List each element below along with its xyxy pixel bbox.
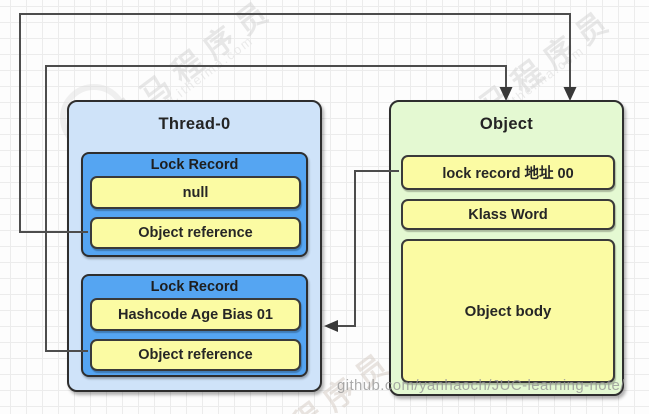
lock-record-1-value-slot: null bbox=[90, 176, 301, 209]
arrowhead-down-icon bbox=[563, 87, 577, 101]
lock-record-1-title: Lock Record bbox=[150, 157, 239, 173]
lock-record-2-markword-slot: Hashcode Age Bias 01 bbox=[90, 298, 301, 331]
arrowhead-left-icon bbox=[324, 320, 338, 332]
thread-box: Thread-0 Lock Record null Object referen… bbox=[67, 100, 322, 392]
lock-record-2-title: Lock Record bbox=[150, 279, 239, 295]
object-markword-slot: lock record 地址 00 bbox=[401, 155, 615, 190]
lock-record-2: Lock Record Hashcode Age Bias 01 Object … bbox=[81, 274, 308, 377]
lock-record-1: Lock Record null Object reference bbox=[81, 152, 308, 257]
lock-record-2-object-reference-slot: Object reference bbox=[90, 339, 301, 371]
thread-box-title: Thread-0 bbox=[158, 115, 231, 133]
lock-record-1-object-reference-slot: Object reference bbox=[90, 217, 301, 249]
object-box: Object lock record 地址 00 Klass Word Obje… bbox=[389, 100, 624, 396]
object-box-title: Object bbox=[479, 115, 534, 133]
object-body-slot: Object body bbox=[401, 239, 615, 383]
watermark-footer-url: github.com/yanhaoch/JUC-learning-note/ bbox=[337, 377, 625, 394]
object-klass-word-slot: Klass Word bbox=[401, 199, 615, 230]
